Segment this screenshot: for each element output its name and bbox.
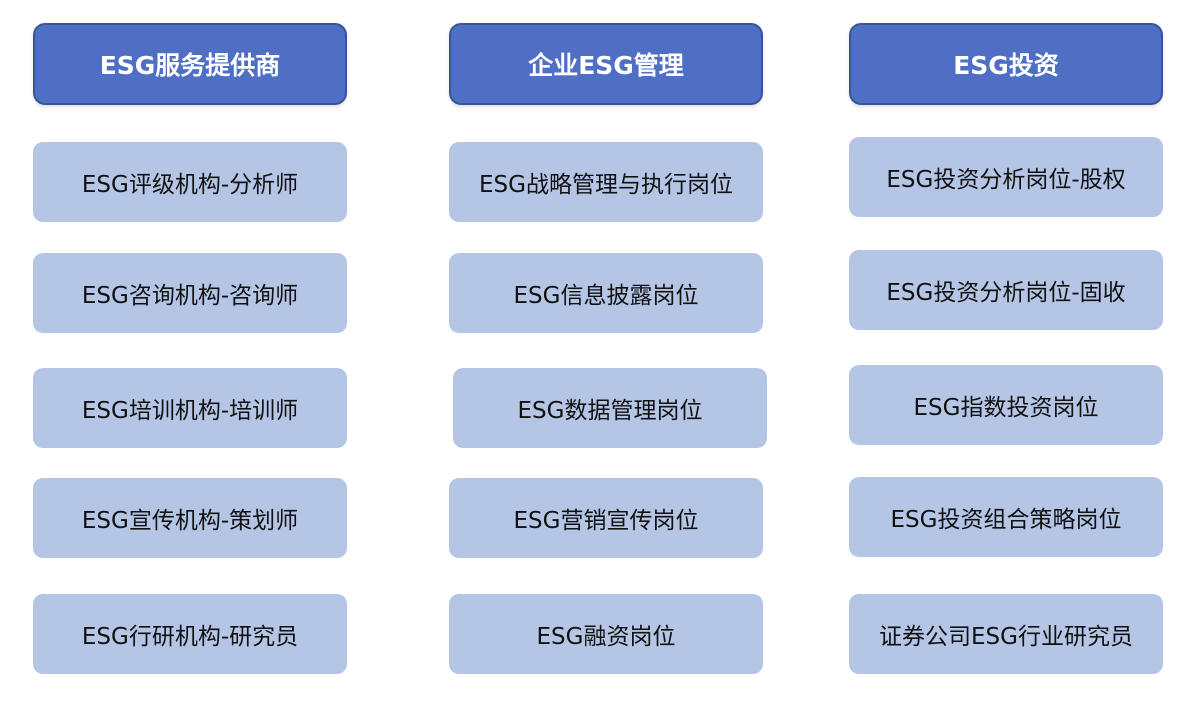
role-box: ESG咨询机构-咨询师 [33, 253, 347, 333]
role-box: ESG宣传机构-策划师 [33, 478, 347, 558]
column-corporate-esg-management: 企业ESG管理 ESG战略管理与执行岗位 ESG信息披露岗位 ESG数据管理岗位… [449, 0, 767, 701]
column-esg-service-providers: ESG服务提供商 ESG评级机构-分析师 ESG咨询机构-咨询师 ESG培训机构… [33, 0, 347, 701]
role-box: ESG战略管理与执行岗位 [449, 142, 763, 222]
column-esg-investment: ESG投资 ESG投资分析岗位-股权 ESG投资分析岗位-固收 ESG指数投资岗… [849, 0, 1163, 701]
role-box: ESG数据管理岗位 [453, 368, 767, 448]
role-box: ESG营销宣传岗位 [449, 478, 763, 558]
role-box: ESG投资分析岗位-股权 [849, 137, 1163, 217]
role-box: ESG投资组合策略岗位 [849, 477, 1163, 557]
role-box: ESG信息披露岗位 [449, 253, 763, 333]
role-box: ESG评级机构-分析师 [33, 142, 347, 222]
column-header: 企业ESG管理 [449, 23, 763, 105]
column-header: ESG投资 [849, 23, 1163, 105]
role-box: ESG融资岗位 [449, 594, 763, 674]
role-box: ESG培训机构-培训师 [33, 368, 347, 448]
column-header: ESG服务提供商 [33, 23, 347, 105]
role-box: ESG指数投资岗位 [849, 365, 1163, 445]
role-box: ESG投资分析岗位-固收 [849, 250, 1163, 330]
role-box: ESG行研机构-研究员 [33, 594, 347, 674]
role-box: 证券公司ESG行业研究员 [849, 594, 1163, 674]
